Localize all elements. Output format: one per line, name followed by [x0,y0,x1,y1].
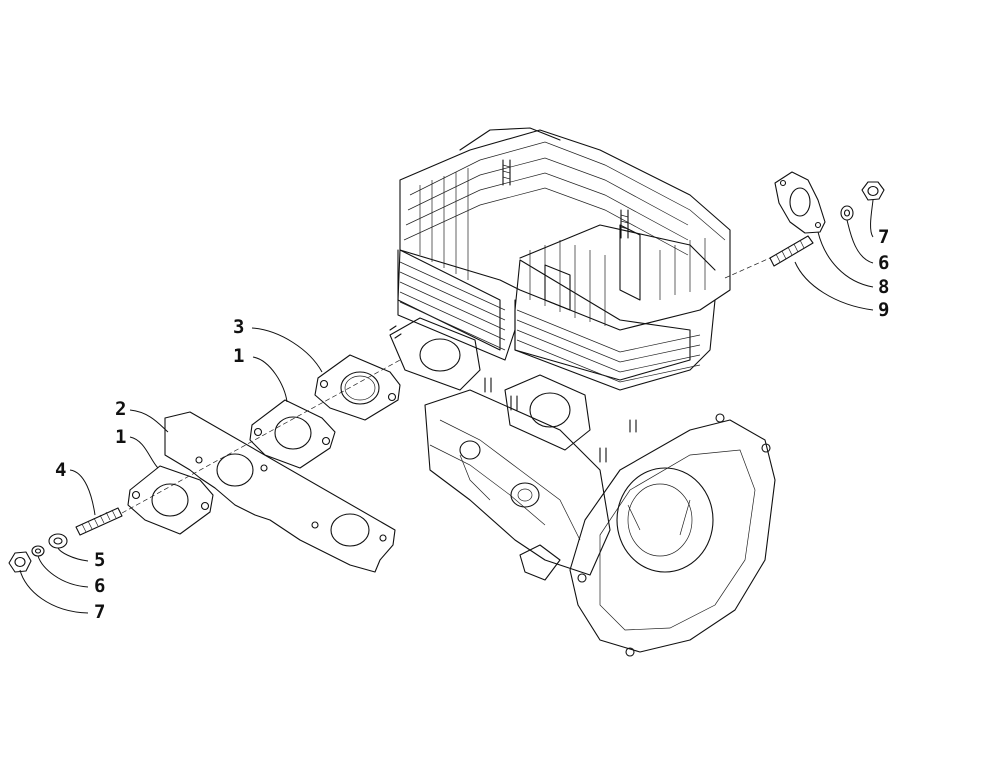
lock-washer-6 [31,545,45,557]
callout-6-right: 6 [878,252,889,274]
callout-5: 5 [94,549,105,571]
callout-7-right: 7 [878,226,889,248]
washer-5 [48,533,68,549]
assembly-axis-left [121,359,401,514]
assembly-axis-right [724,257,771,279]
callout-8: 8 [878,276,889,298]
flange-gasket-1-upper [249,399,336,469]
callout-2: 2 [115,398,126,420]
manifold-gasket-3 [314,354,401,421]
stud-9 [769,235,814,267]
heat-shield-plate-2 [164,411,396,573]
callout-1-upper: 1 [233,345,244,367]
engine-assembly [389,127,776,657]
flange-gasket-1-lower [127,465,214,535]
callout-9: 9 [878,299,889,321]
nut-7-right [861,181,885,201]
nut-7 [8,551,32,573]
callout-6-left: 6 [94,575,105,597]
callout-1-lower: 1 [115,426,126,448]
callout-4: 4 [55,459,66,481]
callout-7-left: 7 [94,601,105,623]
lock-washer-6-right [840,205,854,221]
exhaust-flange-8 [774,171,826,234]
callout-3: 3 [233,316,244,338]
leader-lines [19,199,874,614]
stud-4 [75,507,123,536]
